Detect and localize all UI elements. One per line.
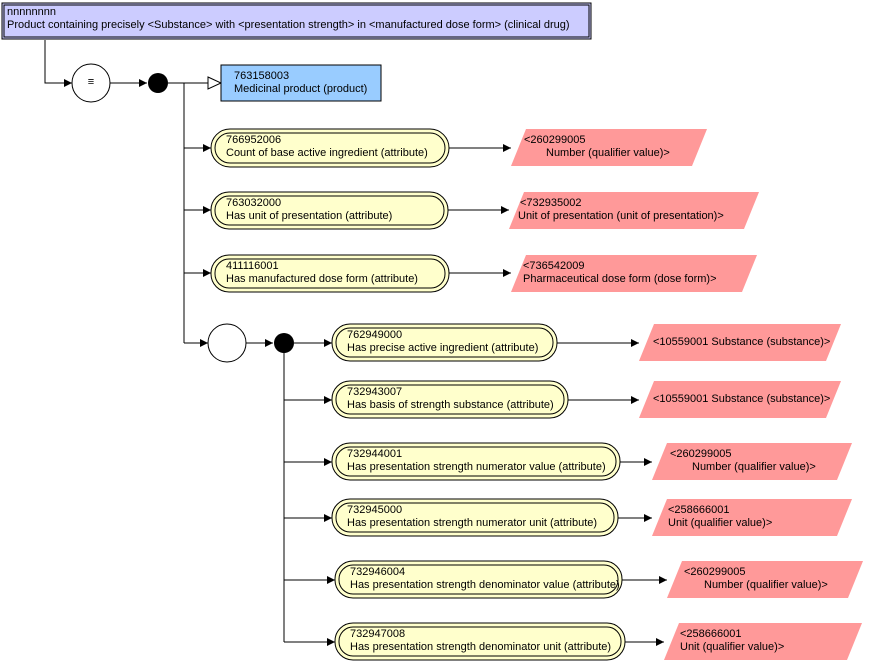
conjunction-dot	[148, 73, 168, 93]
attr-2-value-id: <732935002	[520, 197, 582, 209]
attribute-pills	[210, 128, 626, 661]
gattr-6-value-id: <258666001	[680, 628, 742, 640]
parent-id: 763158003	[234, 70, 290, 82]
attr-3-value-label: Pharmaceutical dose form (dose form)>	[523, 273, 717, 285]
gattr-3-value-label: Number (qualifier value)>	[692, 461, 816, 473]
header-box-inner	[3, 4, 590, 38]
parent-concept-box	[220, 64, 382, 102]
gattr-1-value: <10559001 Substance (substance)>	[653, 336, 831, 348]
gattr-3-label: Has presentation strength numerator valu…	[347, 461, 606, 473]
attr-1-value-id: <260299005	[524, 134, 586, 146]
gattr-pill-1	[331, 323, 558, 362]
gattr-pill-3	[331, 442, 621, 481]
attr-pill-3	[210, 254, 450, 293]
value-shape-attr-3	[511, 255, 757, 292]
value-shape-gattr-5	[667, 561, 863, 598]
gattr-6-value-label: Unit (qualifier value)>	[680, 641, 785, 653]
attr-2-id: 763032000	[226, 197, 282, 209]
connector-header-equivalence	[44, 40, 72, 87]
attr-1-label: Count of base active ingredient (attribu…	[226, 147, 428, 159]
gattr-pill-1-inner	[335, 327, 554, 358]
gattr-pill-2	[331, 380, 569, 419]
header-label: Product containing precisely <Substance>…	[7, 19, 570, 31]
attr-3-id: 411116001	[226, 260, 279, 272]
value-shapes	[509, 129, 863, 660]
gattr-pill-6-inner	[338, 626, 622, 657]
attr-pill-2	[210, 191, 449, 230]
value-shape-gattr-4	[652, 499, 852, 536]
gattr-pill-4	[331, 498, 619, 537]
gattr-pill-5-inner	[338, 564, 619, 595]
attr-3-label: Has manufactured dose form (attribute)	[226, 273, 418, 285]
header-id: nnnnnnnn	[7, 6, 56, 18]
gattr-2-value: <10559001 Substance (substance)>	[653, 393, 831, 405]
gattr-1-id: 762949000	[347, 329, 403, 341]
group-conjunction-dot	[274, 333, 294, 353]
attr-pill-1-inner	[214, 132, 446, 164]
equivalence-circle	[71, 63, 111, 103]
isa-arrowhead	[207, 76, 223, 90]
gattr-pill-4-inner	[335, 502, 615, 533]
gattr-5-value-label: Number (qualifier value)>	[704, 579, 828, 591]
attr-1-id: 766952006	[226, 134, 282, 146]
gattr-5-label: Has presentation strength denominator va…	[350, 579, 620, 591]
value-shape-gattr-2	[639, 381, 841, 418]
header-box-outer	[1, 2, 592, 40]
gattr-3-value-id: <260299005	[670, 448, 732, 460]
gattr-2-id: 732943007	[347, 386, 403, 398]
value-shape-gattr-6	[664, 623, 862, 660]
value-shape-attr-1	[511, 129, 707, 166]
attr-pill-3-inner	[214, 258, 446, 289]
gattr-2-label: Has basis of strength substance (attribu…	[347, 399, 554, 411]
gattr-pill-3-inner	[335, 446, 617, 477]
equivalence-symbol: ≡	[87, 76, 95, 88]
gattr-6-label: Has presentation strength denominator un…	[350, 641, 612, 653]
attr-pill-2-inner	[214, 195, 445, 226]
gattr-4-label: Has presentation strength numerator unit…	[347, 517, 598, 529]
gattr-pill-5	[334, 560, 623, 599]
attribute-group-circle	[207, 323, 247, 363]
value-shape-gattr-1	[639, 324, 841, 361]
gattr-pill-2-inner	[335, 384, 565, 415]
gattr-4-value-label: Unit (qualifier value)>	[668, 517, 773, 529]
attr-pill-1	[210, 128, 450, 168]
value-shape-attr-2	[509, 192, 759, 229]
attr-1-value-label: Number (qualifier value)>	[546, 147, 670, 159]
connector-lines	[44, 40, 667, 646]
gattr-pill-6	[334, 622, 626, 661]
value-shape-gattr-3	[652, 443, 852, 480]
gattr-4-id: 732945000	[347, 504, 403, 516]
gattr-5-id: 732946004	[350, 566, 406, 578]
parent-label: Medicinal product (product)	[234, 83, 368, 95]
attr-3-value-id: <736542009	[523, 260, 585, 272]
gattr-1-label: Has precise active ingredient (attribute…	[347, 342, 539, 354]
gattr-4-value-id: <258666001	[668, 504, 730, 516]
attr-2-value-label: Unit of presentation (unit of presentati…	[518, 210, 724, 222]
gattr-6-id: 732947008	[350, 628, 406, 640]
gattr-5-value-id: <260299005	[684, 566, 746, 578]
gattr-3-id: 732944001	[347, 448, 403, 460]
attr-2-label: Has unit of presentation (attribute)	[226, 210, 393, 222]
